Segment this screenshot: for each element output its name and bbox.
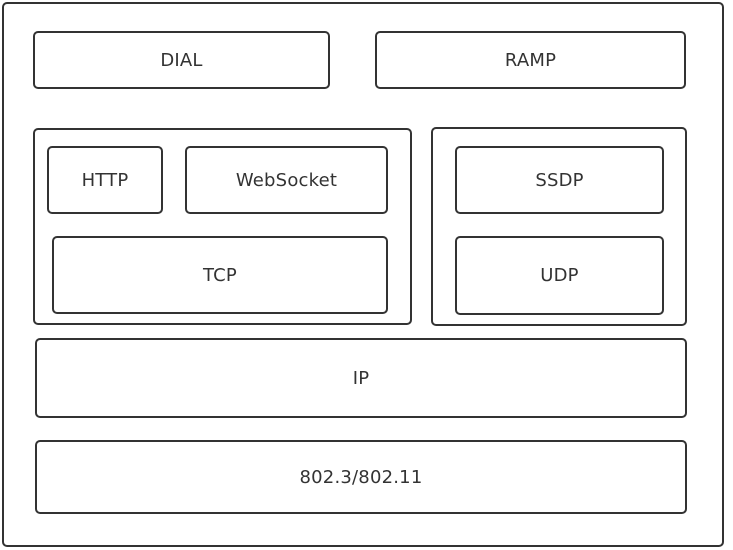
udp-label: UDP — [540, 265, 579, 286]
websocket-box: WebSocket — [185, 146, 388, 214]
dial-label: DIAL — [160, 49, 203, 71]
udp-box: UDP — [455, 236, 664, 315]
link-layer-label: 802.3/802.11 — [299, 466, 423, 488]
ssdp-box: SSDP — [455, 146, 664, 214]
websocket-label: WebSocket — [235, 169, 338, 191]
http-box: HTTP — [47, 146, 163, 214]
ssdp-label: SSDP — [535, 169, 584, 191]
link-layer-box: 802.3/802.11 — [35, 440, 687, 514]
ramp-box: RAMP — [375, 31, 686, 89]
ip-box: IP — [35, 338, 687, 418]
tcp-label: TCP — [203, 264, 237, 286]
ip-label: IP — [352, 367, 370, 389]
dial-box: DIAL — [33, 31, 330, 89]
ramp-label: RAMP — [504, 49, 557, 71]
http-label: HTTP — [81, 169, 129, 191]
tcp-box: TCP — [52, 236, 388, 314]
